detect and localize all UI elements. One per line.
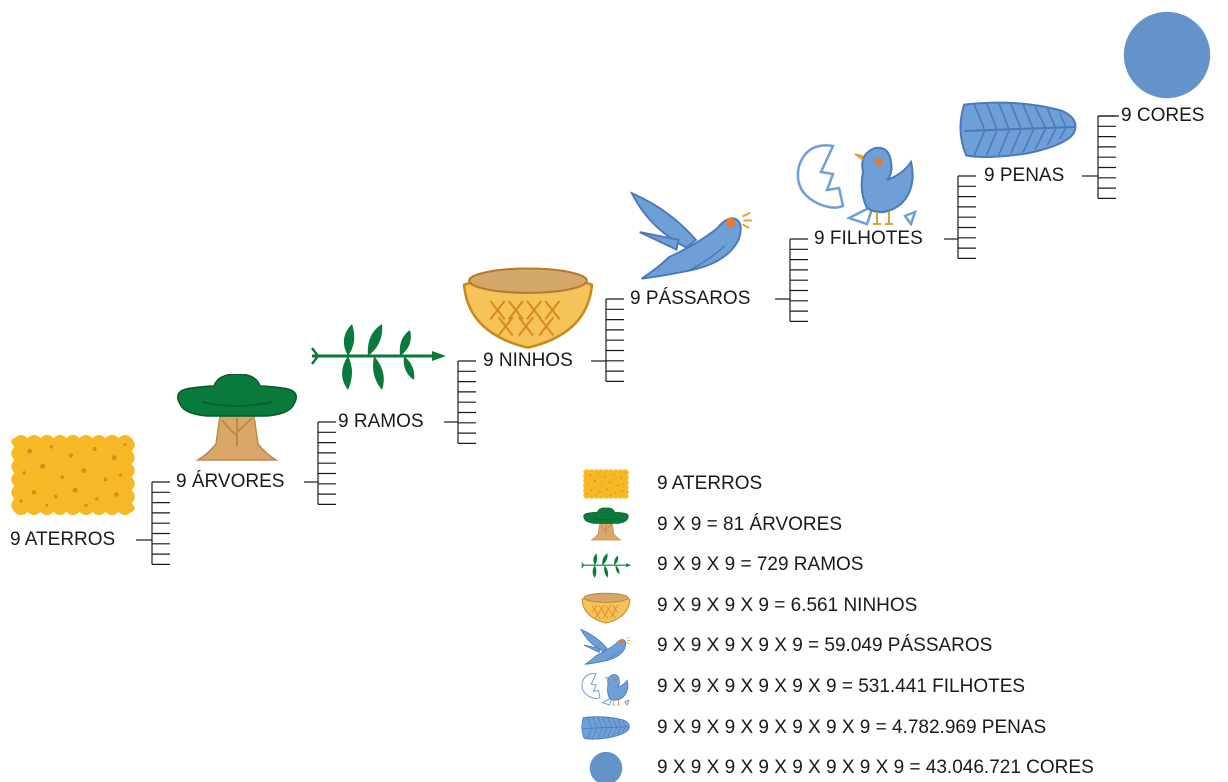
chick-icon xyxy=(581,673,630,706)
legend-text: 9 X 9 X 9 X 9 X 9 X 9 X 9 = 4.782.969 PE… xyxy=(657,716,1047,738)
sand-icon xyxy=(11,434,135,516)
sand-icon xyxy=(583,469,629,499)
level-label: 9 RAMOS xyxy=(338,411,424,432)
legend-text: 9 ATERROS xyxy=(657,473,763,494)
legend-text: 9 X 9 X 9 X 9 X 9 = 59.049 PÁSSAROS xyxy=(657,635,993,657)
level-label: 9 PENAS xyxy=(984,165,1065,186)
level-label: 9 CORES xyxy=(1121,105,1205,126)
level-label: 9 ATERROS xyxy=(10,529,116,550)
feather-icon xyxy=(959,101,1077,159)
level-label: 9 PÁSSAROS xyxy=(630,288,751,309)
color-dot-icon xyxy=(589,751,623,782)
legend-text: 9 X 9 = 81 ÁRVORES xyxy=(657,513,842,535)
legend-text: 9 X 9 X 9 = 729 RAMOS xyxy=(657,554,864,576)
bird-icon xyxy=(580,628,631,665)
level-label: 9 ÁRVORES xyxy=(176,471,285,492)
legend-text: 9 X 9 X 9 X 9 = 6.561 NINHOS xyxy=(657,594,918,616)
color-dot-icon xyxy=(1123,11,1211,99)
feather-icon xyxy=(581,716,630,740)
branch-icon xyxy=(310,322,448,392)
legend-text: 9 X 9 X 9 X 9 X 9 X 9 X 9 X 9 = 43.046.7… xyxy=(657,757,1094,779)
tree-icon xyxy=(583,507,629,541)
level-label: 9 NINHOS xyxy=(483,350,573,371)
nest-icon xyxy=(462,267,594,349)
legend-text: 9 X 9 X 9 X 9 X 9 X 9 = 531.441 FILHOTES xyxy=(657,676,1026,697)
nest-icon xyxy=(581,592,631,624)
tree-icon xyxy=(176,374,298,462)
branch-icon xyxy=(580,552,632,579)
level-label: 9 FILHOTES xyxy=(814,228,923,249)
chick-icon xyxy=(796,144,917,226)
bird-icon xyxy=(630,192,754,280)
